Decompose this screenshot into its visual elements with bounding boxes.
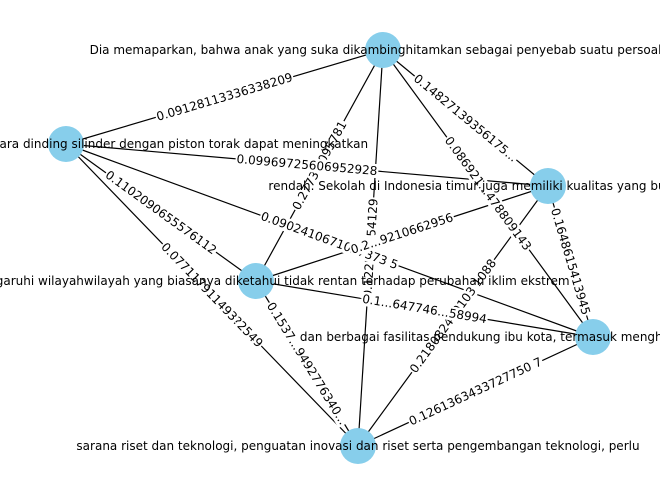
node-label-D: mempengaruhi wilayahwilayah yang biasany… bbox=[0, 274, 570, 288]
node-label-F: sarana riset dan teknologi, penguatan in… bbox=[76, 439, 639, 453]
edge-weight-text: 0.1102090655576112 bbox=[103, 168, 220, 257]
edge-label-B-D: 0.1102090655576112 bbox=[101, 167, 221, 258]
edge-label-background bbox=[235, 151, 379, 179]
edge-label-background bbox=[153, 69, 296, 125]
node-E[interactable] bbox=[575, 319, 611, 355]
edge-label-A-B: 0.09128113336338209 bbox=[153, 69, 296, 125]
edge-label-background bbox=[360, 291, 489, 327]
edge-weight-text: 0.1261363433727750 7 bbox=[407, 355, 544, 429]
node-A[interactable] bbox=[365, 32, 401, 68]
edge-label-background bbox=[258, 208, 401, 273]
node-label-C: rendah. Sekolah di Indonesia timur juga … bbox=[268, 179, 660, 193]
edge-weight-text: 0.1648615413945 bbox=[548, 206, 593, 316]
edge-label-background bbox=[101, 167, 221, 258]
node-label-B: ataupun menguntungkan. Gesekan antara di… bbox=[0, 137, 368, 151]
edge-label-D-F: 0.1537...9492776340... bbox=[263, 298, 351, 429]
edge-weight-text: 0.1537...9492776340... bbox=[264, 300, 350, 427]
edge-label-C-E: 0.1648615413945 bbox=[547, 205, 594, 318]
node-labels-layer: Dia memaparkan, bahwa anak yang suka dik… bbox=[0, 43, 660, 453]
edge-label-background bbox=[263, 298, 351, 429]
edge-weight-text: 0.086921...478809143 bbox=[442, 134, 534, 253]
edge-label-background bbox=[441, 133, 535, 254]
edge-label-background bbox=[547, 205, 594, 318]
node-F[interactable] bbox=[340, 428, 376, 464]
edge-label-E-F: 0.1261363433727750 7 bbox=[405, 354, 546, 429]
edge-label-A-E: 0.086921...478809143 bbox=[441, 133, 535, 254]
node-B[interactable] bbox=[48, 126, 84, 162]
edge-label-background bbox=[157, 239, 267, 351]
node-label-A: Dia memaparkan, bahwa anak yang suka dik… bbox=[90, 43, 660, 57]
nodes-layer bbox=[48, 32, 611, 464]
node-C[interactable] bbox=[530, 168, 566, 204]
node-D[interactable] bbox=[238, 263, 274, 299]
edge-label-background bbox=[405, 354, 546, 429]
edge-weight-text: 0.09128113336338209 bbox=[155, 70, 294, 124]
edge-label-background bbox=[348, 210, 456, 257]
node-label-E: dan berbagai fasilitas pendukung ibu kot… bbox=[300, 330, 660, 344]
edge-label-background bbox=[410, 70, 521, 166]
